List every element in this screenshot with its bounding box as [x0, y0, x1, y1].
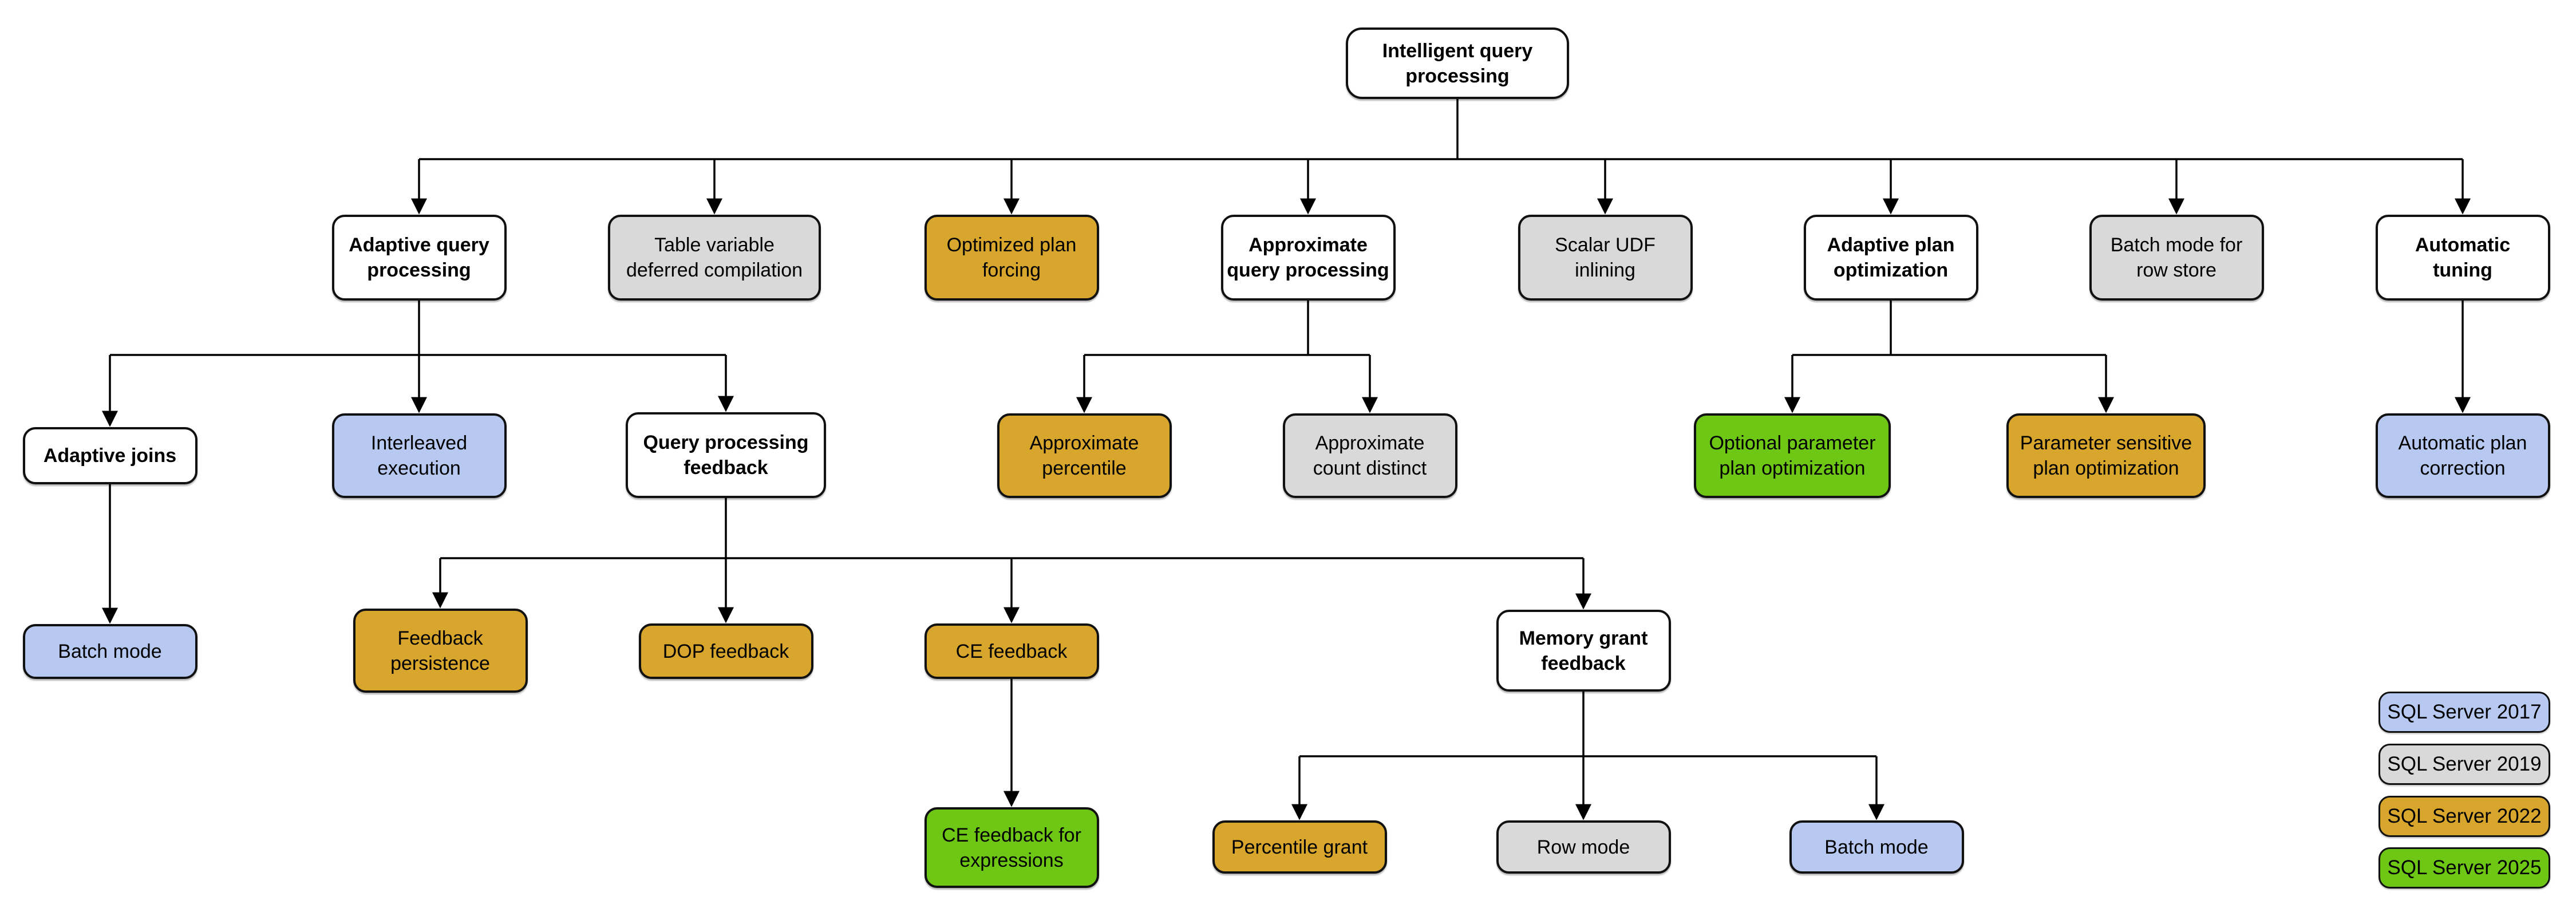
node-label: Intelligent query: [1382, 40, 1533, 62]
node-label: persistence: [390, 652, 490, 674]
legend-sql-server-2025: SQL Server 2025: [2379, 847, 2550, 889]
node-label: Automatic: [2415, 234, 2511, 256]
node-label: Optional parameter: [1709, 432, 1876, 454]
node-label: Parameter sensitive: [2020, 432, 2192, 454]
node-label: Optimized plan: [946, 234, 1077, 256]
node-apo: Adaptive plan optimization: [1803, 215, 1978, 301]
node-label: Approximate: [1315, 432, 1425, 454]
node-apc: Automatic plan correction: [2375, 413, 2550, 498]
node-root: Intelligent query processing: [1346, 27, 1569, 99]
node-label: CE feedback for: [942, 824, 1081, 846]
legend-label: SQL Server 2019: [2387, 753, 2542, 775]
node-label: Batch mode: [1824, 836, 1929, 858]
node-ce: CE feedback: [924, 623, 1099, 679]
node-label: inlining: [1575, 259, 1635, 281]
node-label: Batch mode: [58, 641, 162, 662]
legend-sql-server-2017: SQL Server 2017: [2379, 692, 2550, 733]
node-mgf: Memory grant feedback: [1496, 610, 1671, 692]
node-label: Interleaved: [370, 432, 468, 454]
node-fp: Feedback persistence: [353, 609, 528, 693]
node-aqp: Adaptive query processing: [331, 215, 507, 301]
node-label: feedback: [1541, 652, 1626, 674]
node-label: correction: [2420, 457, 2506, 479]
node-label: Batch mode for: [2110, 234, 2243, 256]
node-oppo: Optional parameter plan optimization: [1694, 413, 1891, 498]
node-label: Memory grant: [1519, 627, 1648, 649]
node-label: CE feedback: [955, 640, 1068, 662]
node-bm2: Batch mode: [1789, 820, 1964, 874]
node-pspo: Parameter sensitive plan optimization: [2006, 413, 2206, 498]
node-rm: Row mode: [1496, 820, 1671, 874]
node-qpf: Query processing feedback: [626, 412, 826, 498]
node-label: Table variable: [654, 234, 775, 256]
node-ie: Interleaved execution: [331, 413, 507, 498]
node-label: expressions: [959, 849, 1064, 871]
node-label: plan optimization: [2033, 457, 2179, 479]
node-label: Scalar UDF: [1555, 234, 1656, 256]
node-label: processing: [1405, 65, 1510, 87]
legend-sql-server-2019: SQL Server 2019: [2379, 744, 2550, 785]
node-label: count distinct: [1313, 457, 1427, 479]
node-label: Feedback: [397, 627, 483, 649]
node-dop: DOP feedback: [638, 623, 813, 679]
node-label: execution: [377, 457, 461, 479]
legend-sql-server-2022: SQL Server 2022: [2379, 796, 2550, 837]
node-label: DOP feedback: [662, 640, 789, 662]
node-label: Approximate: [1029, 432, 1139, 454]
node-label: tuning: [2433, 259, 2492, 281]
node-bmrs: Batch mode for row store: [2089, 215, 2264, 301]
node-label: Adaptive plan: [1827, 234, 1955, 256]
node-udf: Scalar UDF inlining: [1518, 215, 1693, 301]
node-label: Row mode: [1536, 836, 1630, 858]
node-aj: Adaptive joins: [22, 427, 197, 484]
legend-label: SQL Server 2022: [2387, 805, 2542, 827]
node-label: Percentile grant: [1231, 836, 1368, 858]
node-pg: Percentile grant: [1212, 820, 1387, 874]
node-label: deferred compilation: [626, 259, 803, 281]
node-label: Query processing: [643, 432, 809, 453]
node-label: Automatic plan: [2398, 432, 2527, 454]
node-label: Approximate: [1249, 234, 1368, 256]
node-label: row store: [2136, 259, 2217, 281]
node-tvdc: Table variable deferred compilation: [608, 215, 821, 301]
node-ap: Approximate percentile: [997, 413, 1172, 498]
node-acd: Approximate count distinct: [1282, 413, 1457, 498]
legend-label: SQL Server 2017: [2387, 701, 2542, 723]
node-approx_qp: Approximate query processing: [1220, 215, 1396, 301]
node-label: processing: [367, 259, 471, 281]
node-cefe: CE feedback for expressions: [924, 807, 1099, 888]
node-label: feedback: [683, 457, 768, 479]
node-label: Adaptive joins: [43, 445, 177, 467]
node-label: Adaptive query: [349, 234, 489, 256]
node-label: plan optimization: [1719, 457, 1866, 479]
node-at: Automatic tuning: [2375, 215, 2550, 301]
node-label: percentile: [1042, 457, 1127, 479]
legend-label: SQL Server 2025: [2387, 856, 2542, 879]
node-bm1: Batch mode: [22, 624, 197, 679]
node-label: optimization: [1833, 259, 1949, 281]
node-label: forcing: [982, 259, 1041, 281]
node-opf: Optimized plan forcing: [924, 215, 1099, 301]
node-label: query processing: [1227, 259, 1389, 281]
